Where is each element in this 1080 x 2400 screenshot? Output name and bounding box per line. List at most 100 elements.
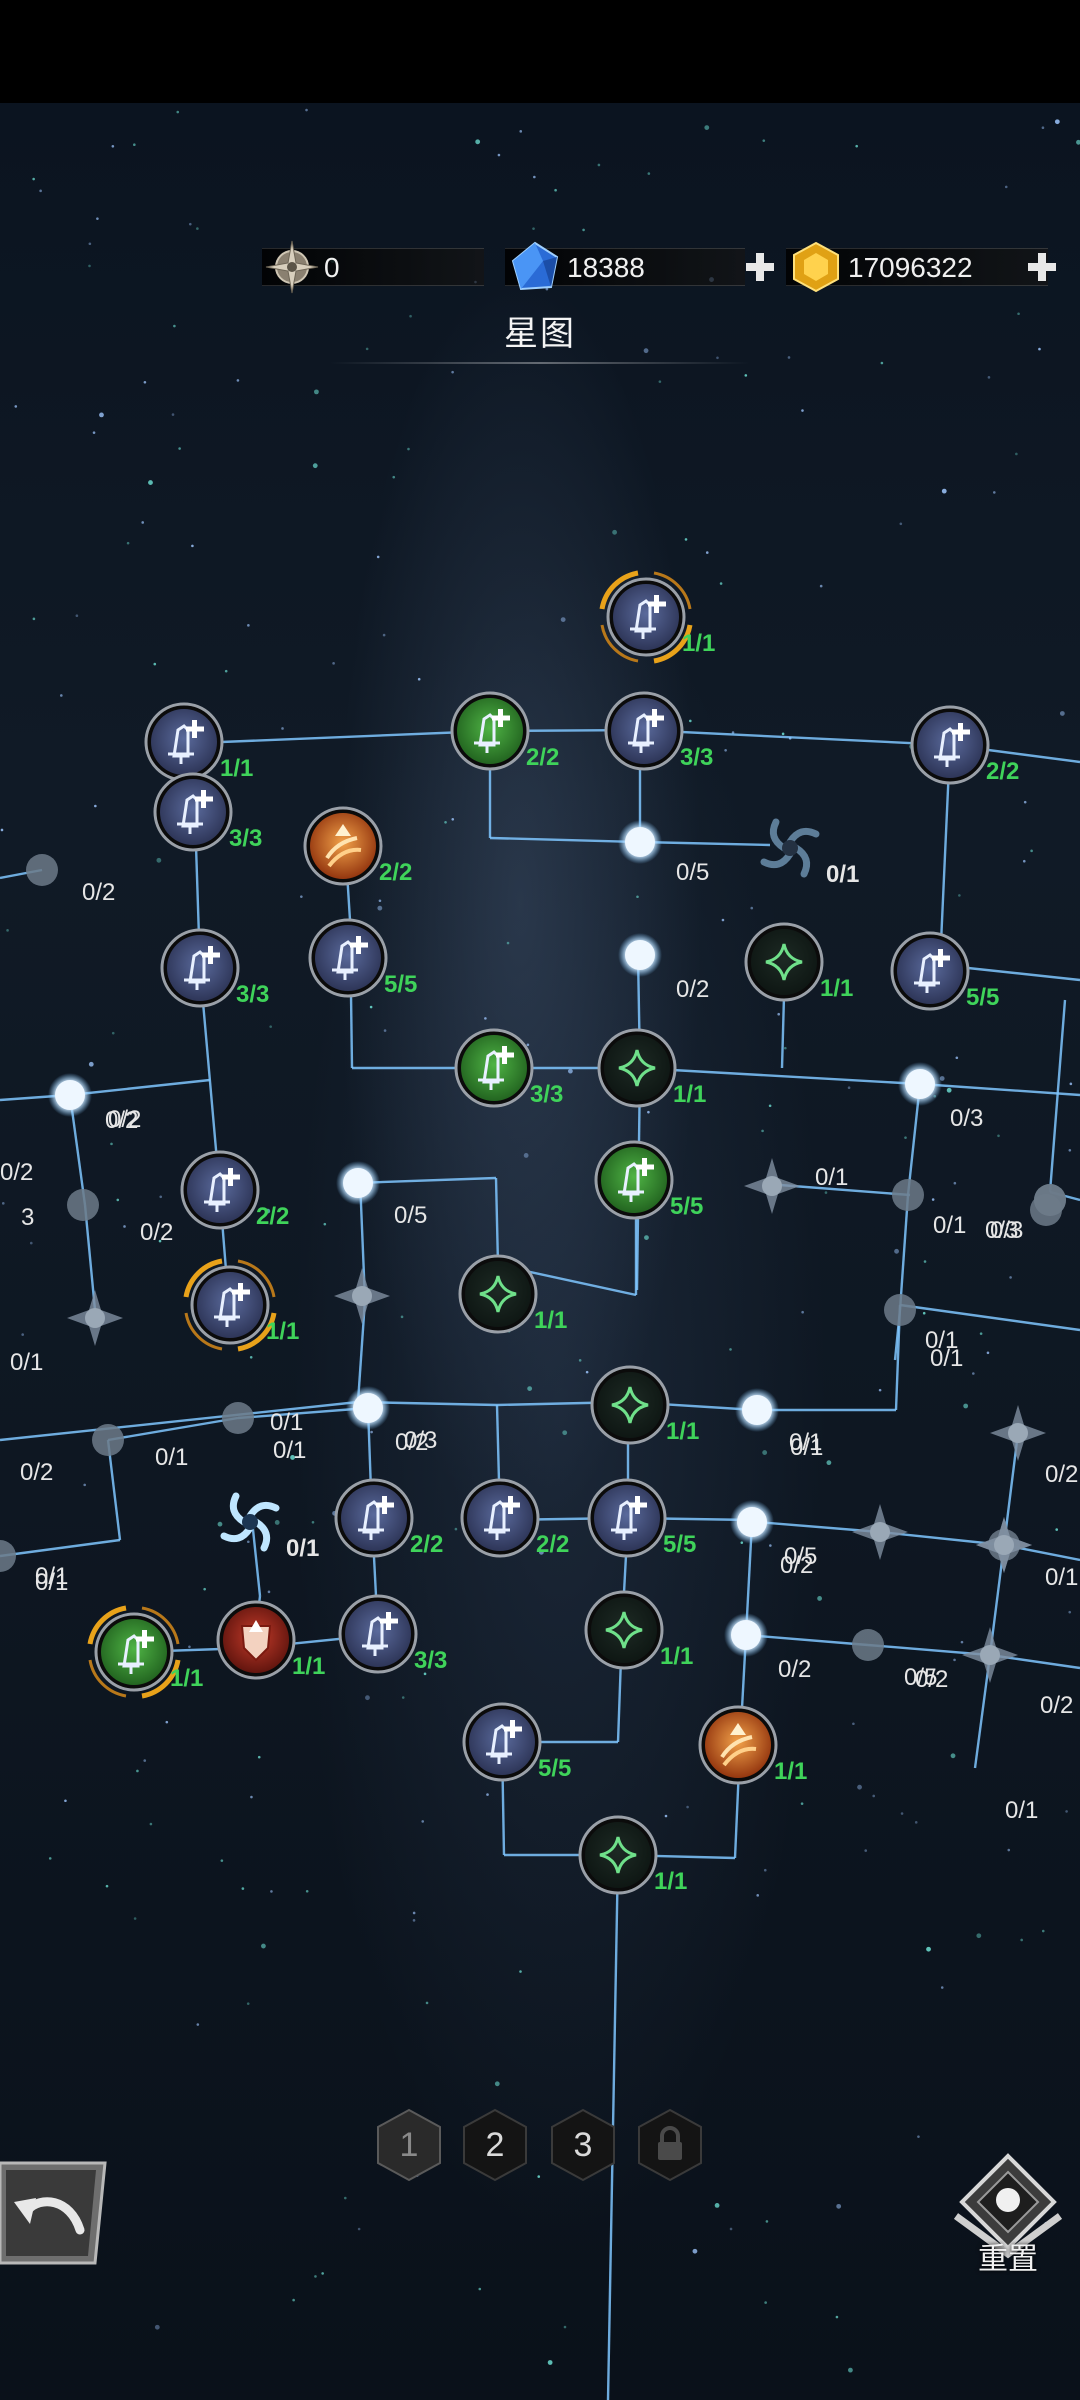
dim-node[interactable] <box>222 1402 254 1434</box>
skill-node-sword_plus[interactable]: 5/5 <box>462 1702 571 1782</box>
add-blue-gem-button[interactable] <box>743 250 777 284</box>
skill-node-sword_plus[interactable]: 3/3 <box>153 772 262 852</box>
diamond-node-icon[interactable] <box>976 1517 1032 1573</box>
skill-node-star[interactable]: 1/1 <box>458 1254 567 1334</box>
diamond-node-icon[interactable] <box>990 1405 1046 1461</box>
node-count-label: 0/1 <box>933 1212 966 1239</box>
background-star <box>378 899 382 903</box>
dim-node[interactable] <box>67 1189 99 1221</box>
dim-node[interactable] <box>884 1294 916 1326</box>
connection-line <box>489 836 641 844</box>
diamond-node-icon[interactable] <box>962 1627 1018 1683</box>
skill-node-sword_plus[interactable]: 5/5 <box>308 918 417 998</box>
skill-node-fire[interactable]: 2/2 <box>303 806 412 886</box>
skill-node-fire[interactable]: 1/1 <box>698 1705 807 1785</box>
skill-node-sword_plus[interactable]: 2/2 <box>460 1478 569 1558</box>
background-star <box>29 1241 33 1245</box>
skill-node-sword_plus[interactable]: 2/2 <box>334 1478 443 1558</box>
background-star <box>894 1248 899 1254</box>
glowing-node[interactable] <box>343 1168 373 1198</box>
glowing-node[interactable] <box>55 1080 85 1110</box>
skill-node-sword_plus[interactable]: 2/2 <box>180 1150 289 1230</box>
background-star <box>1054 119 1060 125</box>
skill-node-vortex[interactable]: 0/1 <box>220 1492 319 1562</box>
background-star <box>475 139 481 145</box>
background-star <box>265 1208 271 1214</box>
skill-node-sword_plus[interactable]: 1/1 <box>183 1258 299 1352</box>
back-button[interactable] <box>0 2158 110 2268</box>
reset-button[interactable] <box>950 2150 1066 2276</box>
glowing-node[interactable] <box>353 1393 383 1423</box>
skill-node-sword_plus[interactable]: 5/5 <box>594 1140 703 1220</box>
diamond-node-icon[interactable] <box>744 1158 800 1214</box>
skill-node-star[interactable]: 1/1 <box>590 1365 699 1445</box>
skill-node-sword_plus[interactable]: 5/5 <box>587 1478 696 1558</box>
glowing-node[interactable] <box>625 827 655 857</box>
skill-node-star[interactable]: 1/1 <box>578 1815 687 1895</box>
dim-node[interactable] <box>0 1540 16 1572</box>
dim-node[interactable] <box>92 1424 124 1456</box>
background-star <box>855 144 858 148</box>
skill-node-sword_plus[interactable]: 3/3 <box>454 1028 563 1108</box>
diamond-node-icon[interactable] <box>852 1504 908 1560</box>
diamond-node-icon[interactable] <box>67 1290 123 1346</box>
background-star <box>274 1520 280 1525</box>
background-star <box>567 1068 573 1074</box>
page-tab-locked[interactable] <box>637 2108 703 2182</box>
node-count-label: 0/2 <box>780 1552 813 1579</box>
skill-node-star[interactable]: 1/1 <box>744 922 853 1002</box>
node-count-label: 0/3 <box>950 1105 983 1132</box>
skill-node-sword_plus[interactable]: 3/3 <box>160 928 269 1008</box>
background-star <box>0 828 4 832</box>
background-star <box>196 227 199 230</box>
background-star <box>519 1970 522 1973</box>
node-count-label: 0/1 <box>790 1434 823 1461</box>
dim-node[interactable] <box>26 854 58 886</box>
skill-node-star[interactable]: 1/1 <box>584 1590 693 1670</box>
background-star <box>383 1029 387 1032</box>
lock-icon <box>638 2108 702 2182</box>
skill-node-sword_plus[interactable]: 2/2 <box>910 705 1019 785</box>
skill-node-sword_plus[interactable]: 3/3 <box>338 1594 447 1674</box>
dim-node[interactable] <box>852 1629 884 1661</box>
background-star <box>412 1919 416 1922</box>
skill-node-shield[interactable]: 1/1 <box>216 1600 325 1680</box>
background-star <box>290 1455 295 1460</box>
connection-line <box>899 1303 1080 1332</box>
node-count-label: 3/3 <box>414 1647 447 1674</box>
node-count-label: 0/2 <box>395 1429 428 1456</box>
glowing-node[interactable] <box>742 1395 772 1425</box>
diamond-node-icon[interactable] <box>334 1268 390 1324</box>
skill-node-sword_plus[interactable]: 5/5 <box>890 931 999 1011</box>
background-star <box>203 1587 206 1591</box>
skill-node-sword_plus[interactable]: 1/1 <box>87 1605 203 1699</box>
skill-node-star[interactable]: 1/1 <box>597 1028 706 1108</box>
node-count-label: 3/3 <box>236 981 269 1008</box>
background-star <box>196 2023 200 2026</box>
page-tab-2[interactable]: 2 <box>462 2108 528 2182</box>
dim-node[interactable] <box>892 1179 924 1211</box>
background-star <box>176 110 180 114</box>
dim-node[interactable] <box>1030 1194 1062 1226</box>
star-map-background[interactable] <box>0 103 1080 2400</box>
page-tab-1[interactable]: 1 <box>376 2108 442 2182</box>
skill-node-sword_plus[interactable]: 2/2 <box>450 691 559 771</box>
skill-node-sword_plus[interactable]: 1/1 <box>599 570 715 664</box>
skill-node-sword_plus[interactable]: 1/1 <box>144 702 253 782</box>
add-gold-gem-button[interactable] <box>1025 250 1059 284</box>
background-star <box>451 817 455 821</box>
node-count-label: 1/1 <box>266 1318 299 1345</box>
background-star <box>781 732 785 736</box>
background-star <box>953 1181 957 1185</box>
background-star <box>376 555 380 559</box>
glowing-node[interactable] <box>625 940 655 970</box>
glowing-node[interactable] <box>737 1507 767 1537</box>
skill-node-sword_plus[interactable]: 3/3 <box>604 691 713 771</box>
skill-node-vortex[interactable]: 0/1 <box>760 818 859 888</box>
background-star <box>14 405 18 408</box>
page-tab-3[interactable]: 3 <box>550 2108 616 2182</box>
glowing-node[interactable] <box>731 1620 761 1650</box>
glowing-node[interactable] <box>905 1069 935 1099</box>
